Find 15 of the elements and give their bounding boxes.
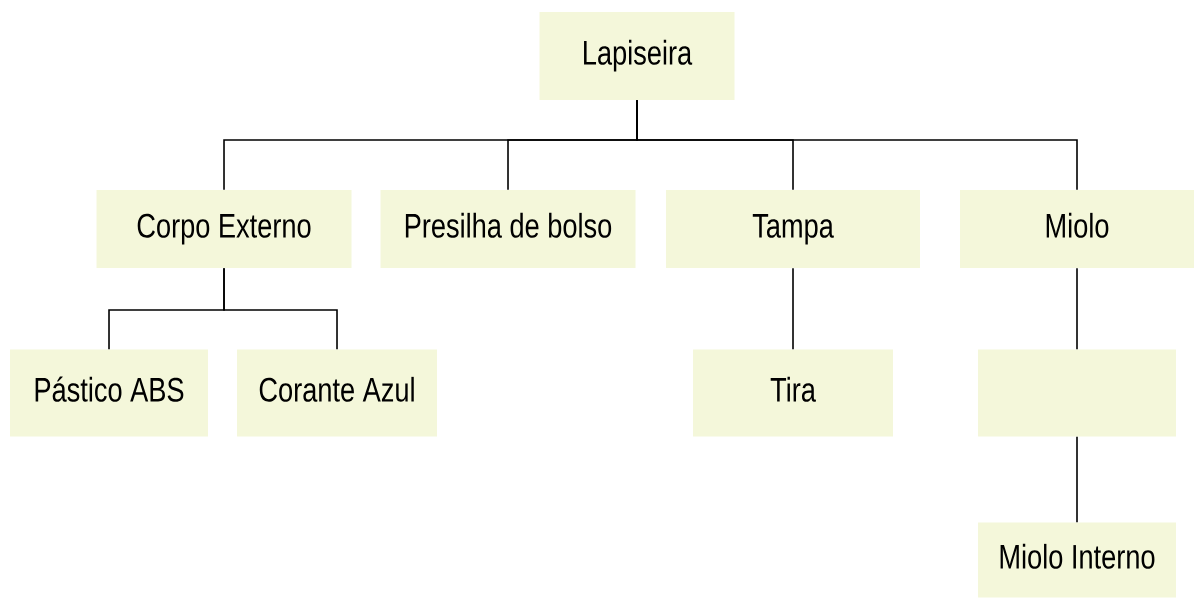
connector-line (792, 267, 794, 351)
connector-line (1076, 435, 1078, 524)
connector-line (223, 267, 338, 351)
part-box: Tira (693, 349, 893, 437)
connector-line (636, 99, 1078, 191)
part-box: Miolo (960, 190, 1194, 268)
part-box: Presilha de bolso (380, 190, 636, 268)
part-box: Pástico ABS (10, 349, 208, 437)
empty-box (978, 349, 1176, 437)
part-box: Tampa (666, 190, 920, 268)
connector-line (1076, 267, 1078, 351)
part-box: Lapiseira (539, 12, 735, 100)
part-box: Corpo Externo (96, 190, 352, 268)
part-box: Miolo Interno (978, 522, 1176, 598)
part-box: Corante Azul (237, 349, 437, 437)
